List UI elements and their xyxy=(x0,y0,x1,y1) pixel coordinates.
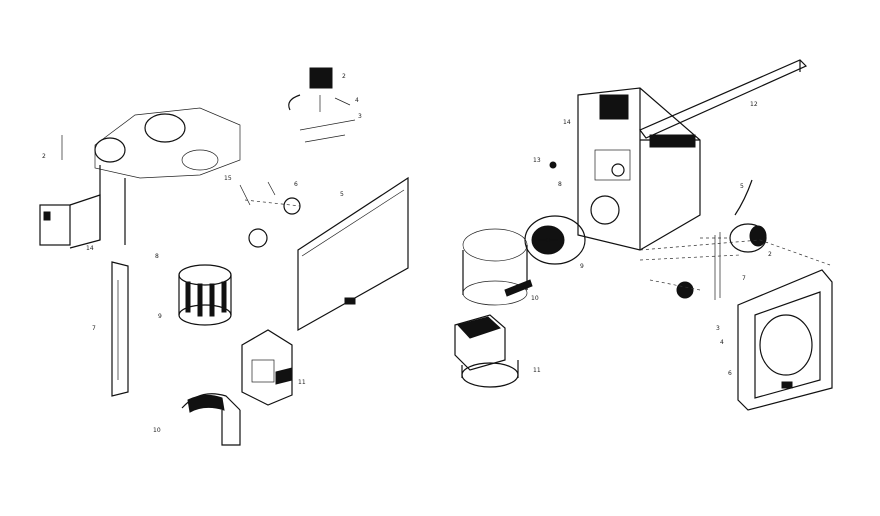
callout-right-11: 11 xyxy=(533,367,541,374)
callout-left-7: 7 xyxy=(92,325,96,332)
callout-right-10: 10 xyxy=(531,295,539,302)
left-solenoid xyxy=(288,67,356,143)
left-front-panel xyxy=(297,176,409,332)
callout-right-12: 12 xyxy=(750,101,758,108)
left-assembly: 2 2 3 4 5 6 7 8 9 10 11 14 15 xyxy=(39,67,409,446)
callout-right-9: 9 xyxy=(580,263,584,270)
left-strap xyxy=(111,261,129,397)
callout-right-7: 7 xyxy=(742,275,746,282)
callout-right-14: 14 xyxy=(563,119,571,126)
callout-left-5: 5 xyxy=(340,191,344,198)
callout-right-13: 13 xyxy=(533,157,541,164)
callout-right-3: 3 xyxy=(716,325,720,332)
callout-left-2a: 2 xyxy=(42,153,46,160)
right-motor xyxy=(700,179,767,253)
right-cylinder-housing xyxy=(462,228,533,306)
callout-left-8: 8 xyxy=(155,253,159,260)
callout-right-5: 5 xyxy=(740,183,744,190)
callout-right-2: 2 xyxy=(768,251,772,258)
callout-left-3: 3 xyxy=(358,113,362,120)
left-blower-wheel xyxy=(178,264,232,326)
callout-left-14: 14 xyxy=(86,245,94,252)
callout-left-10: 10 xyxy=(153,427,161,434)
callout-right-8: 8 xyxy=(558,181,562,188)
callout-left-2b: 2 xyxy=(342,73,346,80)
right-small-parts xyxy=(549,161,741,300)
callout-right-6: 6 xyxy=(728,370,732,377)
left-motor-housing xyxy=(94,107,241,245)
right-top-rod xyxy=(639,59,808,139)
right-assembly: 2 3 4 5 6 7 8 9 10 11 12 13 14 xyxy=(454,59,833,411)
right-main-cabinet xyxy=(577,87,701,251)
callout-left-15: 15 xyxy=(224,175,232,182)
left-mount-bracket xyxy=(39,135,101,249)
callout-right-4: 4 xyxy=(720,339,724,346)
right-grille-panel xyxy=(737,269,833,411)
left-outlet-box xyxy=(241,329,293,406)
callout-left-6: 6 xyxy=(294,181,298,188)
left-elbow-duct xyxy=(181,393,241,446)
callout-left-9: 9 xyxy=(158,313,162,320)
callout-left-4: 4 xyxy=(355,97,359,104)
callout-left-11: 11 xyxy=(298,379,306,386)
right-transition-outlet xyxy=(454,314,519,388)
right-blower-wheel xyxy=(524,215,586,265)
left-small-parts xyxy=(239,181,301,248)
